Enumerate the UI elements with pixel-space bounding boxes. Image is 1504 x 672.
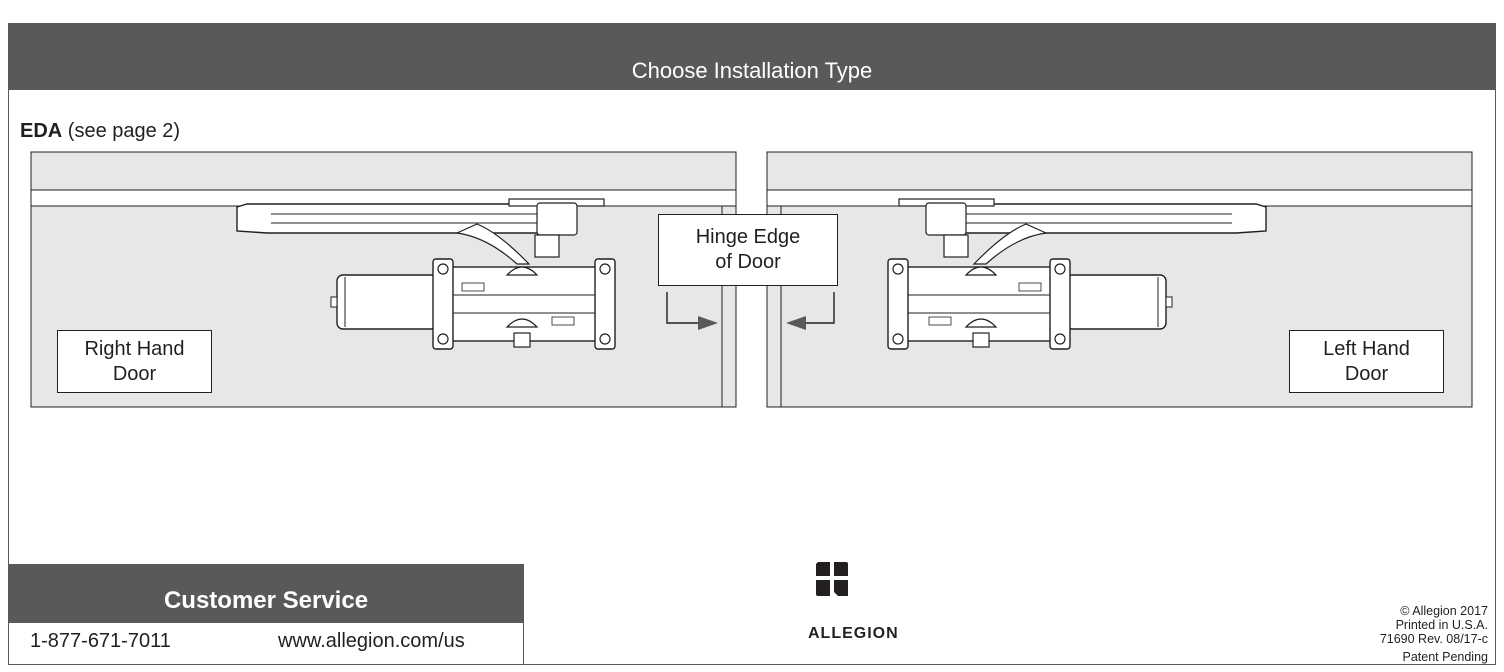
section-name: EDA <box>20 120 63 142</box>
legal-revision: 71690 Rev. 08/17-c <box>1379 632 1488 646</box>
right-hand-door-label: Right Hand Door <box>57 330 212 393</box>
left-hand-label-line1: Left Hand <box>1323 337 1410 360</box>
frame-header <box>30 151 737 191</box>
left-hand-door-label: Left Hand Door <box>1289 330 1444 393</box>
right-hand-label-line2: Door <box>112 362 157 385</box>
legal-copyright: © Allegion 2017 <box>1400 604 1488 618</box>
customer-service-website[interactable]: www.allegion.com/us <box>278 630 465 652</box>
arrow-right-head <box>698 316 718 330</box>
left-hand-label-line2: Door <box>1344 362 1389 385</box>
arrow-right-line <box>666 292 700 324</box>
allegion-logo-icon <box>816 562 848 596</box>
hinge-edge-label: Hinge Edge of Door <box>658 214 838 286</box>
hinge-edge-line1: Hinge Edge <box>695 226 801 248</box>
frame-header <box>766 151 1473 191</box>
section-label: EDA (see page 2) <box>20 120 180 143</box>
arrow-left-head <box>786 316 806 330</box>
right-hand-door-diagram <box>30 151 737 408</box>
section-note: (see page 2) <box>67 120 181 142</box>
right-hand-label-line1: Right Hand <box>84 337 185 360</box>
page-title: Choose Installation Type <box>631 58 873 83</box>
legal-printed: Printed in U.S.A. <box>1395 618 1488 632</box>
customer-service-phone: 1-877-671-7011 <box>30 630 171 652</box>
header-bar <box>8 23 1496 90</box>
customer-service-title: Customer Service <box>8 564 524 623</box>
brand-name: ALLEGION <box>808 625 899 642</box>
legal-patent: Patent Pending <box>1402 650 1489 664</box>
hinge-edge-line2: of Door <box>715 251 781 273</box>
arrow-left-line <box>803 292 835 324</box>
